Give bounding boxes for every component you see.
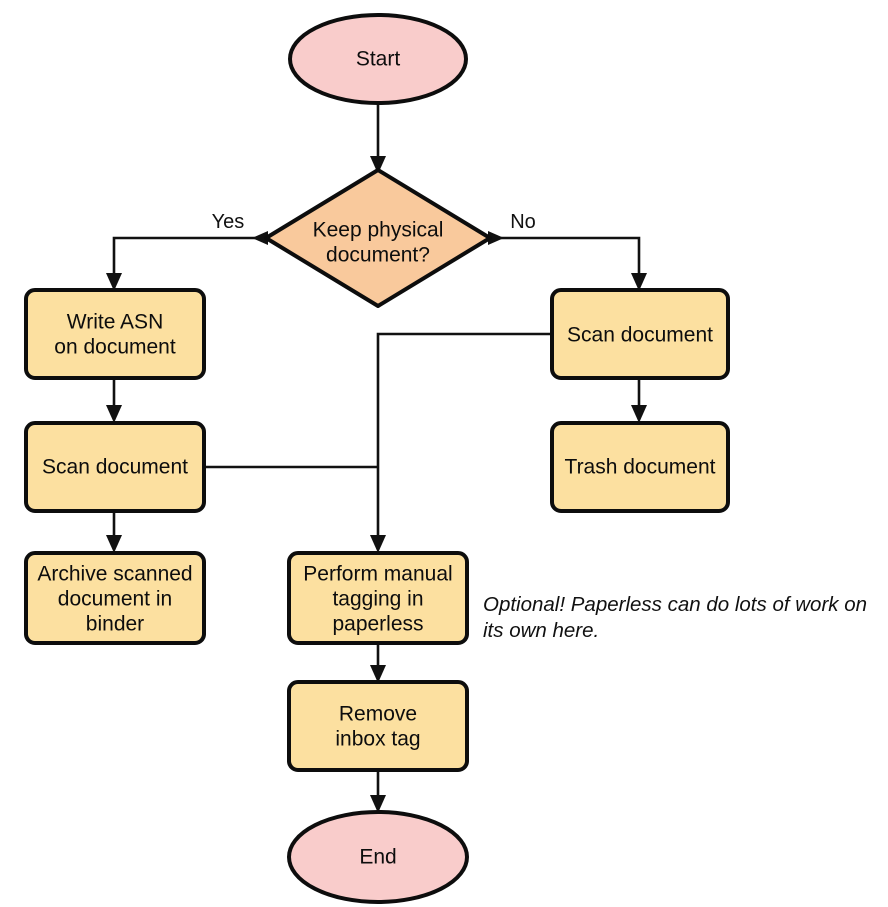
archive-box bbox=[24, 551, 206, 645]
arrowhead-icon bbox=[106, 535, 122, 553]
decision-label-line2: document? bbox=[326, 244, 430, 267]
trash-document-box bbox=[550, 421, 730, 513]
start-label: Start bbox=[356, 48, 401, 71]
scan-document-right-label: Scan document bbox=[567, 324, 713, 347]
manual-tagging-label-line2: tagging in bbox=[332, 588, 423, 611]
arrowhead-icon bbox=[252, 231, 268, 245]
edge-manualtagging-to-removeinbox bbox=[370, 642, 386, 683]
arrowhead-icon bbox=[106, 273, 122, 291]
archive-label-line3: binder bbox=[86, 613, 144, 636]
scan-document-left-label: Scan document bbox=[42, 456, 188, 479]
node-remove-inbox-tag[interactable]: Remove inbox tag bbox=[287, 680, 469, 772]
edge-start-to-decision bbox=[370, 103, 386, 174]
edge-line bbox=[493, 236, 641, 283]
manual-tagging-box bbox=[287, 551, 469, 645]
decision-diamond bbox=[264, 168, 492, 308]
annotation-line1: Optional! Paperless can do lots of work … bbox=[483, 593, 867, 616]
annotation-optional-note: Optional! Paperless can do lots of work … bbox=[483, 593, 867, 642]
arrowhead-icon bbox=[488, 231, 504, 245]
edge-label-yes: Yes bbox=[212, 211, 245, 233]
arrowhead-icon bbox=[370, 156, 386, 174]
write-asn-label-line1: Write ASN bbox=[67, 311, 163, 334]
manual-tagging-label-line3: paperless bbox=[332, 613, 423, 636]
end-label: End bbox=[359, 846, 396, 869]
node-start[interactable]: Start bbox=[288, 13, 468, 105]
arrowhead-icon bbox=[631, 273, 647, 291]
edge-decision-no: No bbox=[488, 211, 647, 291]
trash-document-label: Trash document bbox=[565, 456, 716, 479]
end-ellipse bbox=[287, 810, 469, 904]
arrowhead-icon bbox=[370, 795, 386, 813]
node-decision-keep-physical-document[interactable]: Keep physical document? bbox=[264, 168, 492, 308]
arrowhead-icon bbox=[631, 405, 647, 423]
remove-inbox-box bbox=[287, 680, 469, 772]
edge-scanright-to-manualtagging bbox=[370, 332, 552, 553]
node-perform-manual-tagging[interactable]: Perform manual tagging in paperless bbox=[287, 551, 469, 645]
node-write-asn-on-document[interactable]: Write ASN on document bbox=[24, 288, 206, 380]
remove-inbox-label-line1: Remove bbox=[339, 703, 417, 726]
scan-document-right-box bbox=[550, 288, 730, 380]
decision-label-line1: Keep physical bbox=[313, 219, 444, 242]
arrowhead-icon bbox=[370, 665, 386, 683]
node-scan-document-left[interactable]: Scan document bbox=[24, 421, 206, 513]
edge-scanleft-to-archive bbox=[106, 510, 122, 553]
node-scan-document-right[interactable]: Scan document bbox=[550, 288, 730, 380]
remove-inbox-label-line2: inbox tag bbox=[335, 728, 420, 751]
scan-document-left-box bbox=[24, 421, 206, 513]
write-asn-label-line2: on document bbox=[54, 336, 176, 359]
edge-label-no: No bbox=[510, 211, 536, 233]
annotation-line2: its own here. bbox=[483, 619, 599, 642]
edge-removeinbox-to-end bbox=[370, 770, 386, 813]
node-end[interactable]: End bbox=[287, 810, 469, 904]
arrowhead-icon bbox=[370, 535, 386, 553]
edge-line bbox=[376, 332, 552, 545]
archive-label-line1: Archive scanned bbox=[37, 563, 192, 586]
manual-tagging-label-line1: Perform manual bbox=[303, 563, 452, 586]
start-ellipse bbox=[288, 13, 468, 105]
node-trash-document[interactable]: Trash document bbox=[550, 421, 730, 513]
edge-decision-yes: Yes bbox=[106, 211, 268, 291]
edge-scanright-to-trash bbox=[631, 378, 647, 423]
arrowhead-icon bbox=[106, 405, 122, 423]
archive-label-line2: document in bbox=[58, 588, 172, 611]
edge-line bbox=[112, 236, 263, 283]
write-asn-box bbox=[24, 288, 206, 380]
edge-writeasn-to-scanleft bbox=[106, 378, 122, 423]
node-archive-scanned-document[interactable]: Archive scanned document in binder bbox=[24, 551, 206, 645]
